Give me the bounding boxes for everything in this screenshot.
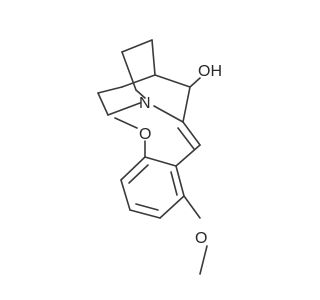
bond-ch-ring	[175, 144, 201, 167]
bond-ring-o-bottom	[183, 195, 201, 219]
ring-bond-2-inner	[128, 164, 149, 184]
bond-bridge-left	[121, 51, 137, 91]
bond-bridge-n	[135, 89, 146, 99]
bond-c4-c5	[121, 74, 156, 88]
bond-c5-c6	[97, 86, 123, 94]
bond-c6-c7	[97, 92, 109, 116]
chemical-structure-diagram: OH N O O	[97, 39, 222, 275]
ring-bond-4-inner	[135, 203, 159, 211]
atom-labels: OH N O O	[139, 63, 222, 247]
bond-o-ch3-top	[114, 117, 138, 129]
ring-bond-2	[120, 156, 146, 181]
methoxy-bottom-oxygen-label: O	[195, 230, 207, 247]
hydroxyl-label: OH	[198, 63, 222, 80]
bond-n-c2	[153, 105, 184, 123]
ring-bond-6-inner	[170, 171, 178, 196]
bond-o-ch3-bottom	[199, 245, 208, 275]
ring-bond-4	[129, 209, 161, 219]
methoxy-top	[114, 117, 146, 158]
ring-bond-1	[144, 156, 177, 167]
ring-bond-5	[159, 195, 185, 219]
bond-c3-c2	[182, 86, 191, 123]
bicyclic-cage	[97, 39, 201, 123]
bond-c3-oh	[189, 77, 201, 88]
methoxy-top-oxygen-label: O	[139, 126, 151, 143]
bond-c2-ch	[182, 121, 201, 146]
benzene-ring	[120, 144, 201, 219]
bond-c2-ch-second	[177, 127, 195, 150]
bond-c4-c3	[154, 74, 191, 88]
structure-canvas: OH N O O	[97, 39, 222, 275]
bond-c7-n	[107, 102, 141, 116]
ring-bond-6	[175, 165, 185, 197]
bond-bridge-top	[121, 39, 153, 53]
bond-bridge-right	[151, 39, 156, 76]
methoxy-bottom	[183, 195, 208, 275]
nitrogen-label: N	[139, 95, 151, 112]
exocyclic-double-bond	[177, 121, 201, 150]
ring-bond-3	[120, 179, 131, 211]
